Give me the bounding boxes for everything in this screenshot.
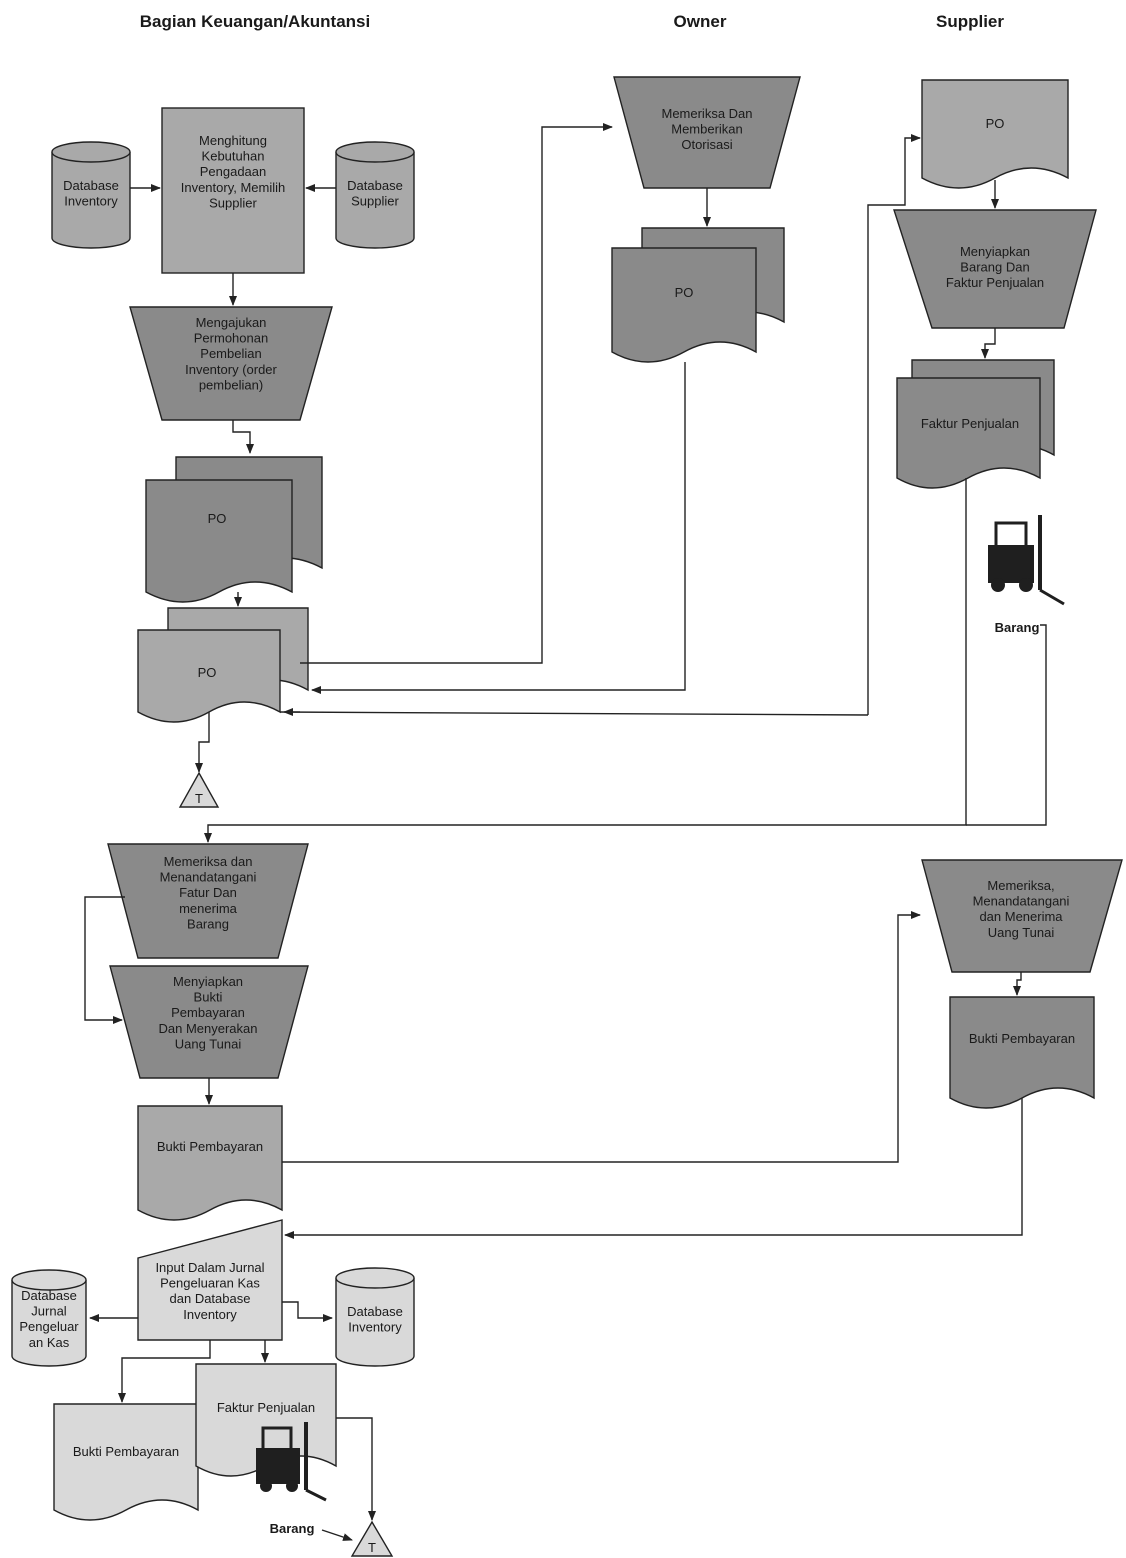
label-line: Inventory <box>348 1320 402 1335</box>
supplier-payment-proof-label: Bukti Pembayaran <box>969 1031 1075 1046</box>
label-line: Mengajukan <box>196 315 267 330</box>
label-line: Faktur Penjualan <box>946 275 1044 290</box>
label-line: Database <box>347 178 403 193</box>
label-line: pembelian) <box>199 377 263 392</box>
header-owner: Owner <box>674 12 727 31</box>
label-line: Menyiapkan <box>960 244 1030 259</box>
supplier-sales-invoice: Faktur Penjualan <box>896 359 1055 489</box>
label-line: Memeriksa Dan <box>661 106 752 121</box>
label-line: Database <box>21 1288 77 1303</box>
label-line: Menyiapkan <box>173 974 243 989</box>
label-line: Memeriksa, <box>987 878 1054 893</box>
goods-label: Barang <box>995 620 1040 635</box>
label-line: Uang Tunai <box>988 925 1055 940</box>
sales-invoice-document-2: Faktur Penjualan <box>195 1363 337 1477</box>
label-line: Supplier <box>209 195 257 210</box>
label-line: Inventory, Memilih <box>181 180 286 195</box>
label-line: Inventory <box>64 194 118 209</box>
label-line: Memberikan <box>671 122 743 137</box>
label-line: Bukti <box>194 990 223 1005</box>
payment-proof-2-label: Bukti Pembayaran <box>73 1444 179 1459</box>
label-line: Pembelian <box>200 346 261 361</box>
sales-invoice-2-label: Faktur Penjualan <box>217 1400 315 1415</box>
label-line: dan Database <box>170 1291 251 1306</box>
label-line: Database <box>347 1304 403 1319</box>
label-line: Uang Tunai <box>175 1036 242 1051</box>
label-line: Menghitung <box>199 133 267 148</box>
payment-proof-document-2: Bukti Pembayaran <box>53 1403 199 1521</box>
file-marker-1-label: T <box>195 791 203 806</box>
po-doc-2-label: PO <box>198 665 217 680</box>
payment-proof-document: Bukti Pembayaran <box>137 1105 283 1221</box>
po-document-2: PO <box>137 607 309 723</box>
label-line: Inventory (order <box>185 362 277 377</box>
file-marker-2: T <box>350 1520 394 1557</box>
label-line: Permohonan <box>194 331 268 346</box>
goods-label-2: Barang <box>270 1521 315 1536</box>
owner-po-label: PO <box>675 285 694 300</box>
label-line: Dan Menyerakan <box>159 1021 258 1036</box>
label-line: Database <box>63 178 119 193</box>
label-line: Input Dalam Jurnal <box>155 1260 264 1275</box>
label-line: an Kas <box>29 1335 70 1350</box>
label-line: Supplier <box>351 194 399 209</box>
label-line: Pengeluar <box>19 1319 79 1334</box>
label-line: Memeriksa dan <box>164 854 253 869</box>
label-line: Inventory <box>183 1307 237 1322</box>
label-line: Menandatangani <box>973 894 1070 909</box>
supplier-invoice-label: Faktur Penjualan <box>921 416 1019 431</box>
payment-proof-label: Bukti Pembayaran <box>157 1139 263 1154</box>
label-line: Menandatangani <box>160 870 257 885</box>
file-marker-1: T <box>178 771 220 808</box>
label-line: Pengadaan <box>200 164 267 179</box>
po-doc-1-label: PO <box>208 511 227 526</box>
header-supplier: Supplier <box>936 12 1004 31</box>
label-line: Kebutuhan <box>202 149 265 164</box>
supplier-po-document: PO <box>921 79 1069 189</box>
label-line: Jurnal <box>31 1304 67 1319</box>
supplier-payment-proof: Bukti Pembayaran <box>949 996 1095 1109</box>
owner-po-document: PO <box>611 227 785 363</box>
label-line: Barang <box>187 916 229 931</box>
header-finance: Bagian Keuangan/Akuntansi <box>140 12 370 31</box>
file-marker-2-label: T <box>368 1540 376 1555</box>
label-line: Otorisasi <box>681 137 732 152</box>
label-line: Fatur Dan <box>179 885 237 900</box>
label-line: menerima <box>179 901 238 916</box>
po-document-1: PO <box>145 456 323 603</box>
label-line: Pengeluaran Kas <box>160 1276 260 1291</box>
supplier-po-label: PO <box>986 116 1005 131</box>
forklift-icon <box>988 515 1065 606</box>
label-line: dan Menerima <box>979 909 1063 924</box>
label-line: Pembayaran <box>171 1005 245 1020</box>
label-line: Barang Dan <box>960 260 1029 275</box>
forklift-icon-2 <box>256 1422 327 1502</box>
